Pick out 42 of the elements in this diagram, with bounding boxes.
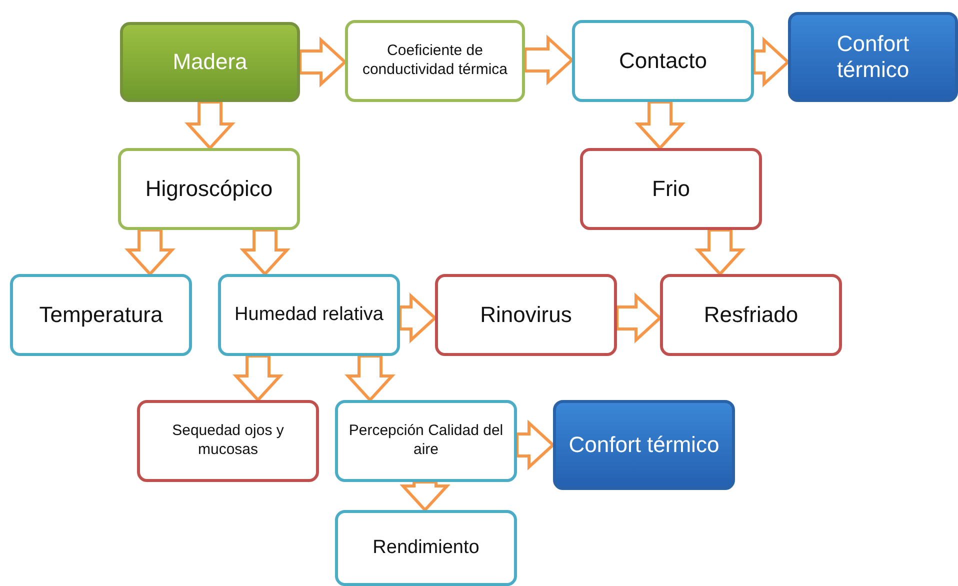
block-arrow <box>516 420 556 470</box>
block-arrow <box>524 34 574 86</box>
block-arrow <box>184 100 236 150</box>
node-label: Humedad relativa <box>234 304 384 326</box>
node-label: Resfriado <box>704 302 798 328</box>
node-label: Percepción Calidad del aire <box>348 422 504 460</box>
process-box <box>10 274 192 356</box>
process-box <box>118 148 300 230</box>
node-label: Madera <box>172 48 248 76</box>
process-box <box>345 20 525 102</box>
block-arrow <box>752 36 790 88</box>
node-label: Confort térmico <box>568 432 720 458</box>
process-box <box>120 22 300 102</box>
block-arrow <box>616 292 662 344</box>
node-label: Sequedad ojos y mucosas <box>171 422 285 460</box>
process-box <box>335 400 517 482</box>
node-label: Rinovirus <box>480 302 572 328</box>
block-arrow <box>694 228 746 276</box>
block-arrow <box>240 228 290 276</box>
node-label: Confort térmico <box>836 30 910 84</box>
node-label: Contacto <box>618 48 708 74</box>
node-label: Temperatura <box>39 302 163 328</box>
block-arrow <box>398 292 438 344</box>
node-label: Rendimiento <box>372 536 480 560</box>
process-box <box>335 510 517 586</box>
process-box <box>660 274 842 356</box>
block-arrow <box>400 480 450 512</box>
block-arrow <box>344 354 396 402</box>
process-box <box>580 148 762 230</box>
block-arrow <box>124 228 176 276</box>
block-arrow <box>232 354 284 402</box>
outcome-box <box>553 400 735 490</box>
process-box <box>218 274 400 356</box>
node-label: Coeficiente de conductividad térmica <box>361 42 509 80</box>
block-arrow <box>298 36 348 88</box>
node-label: Higroscópico <box>145 176 273 202</box>
process-box <box>435 274 617 356</box>
process-box <box>572 20 754 102</box>
outcome-box <box>788 12 958 102</box>
node-label: Frio <box>652 176 690 202</box>
process-box <box>137 400 319 482</box>
block-arrow <box>634 100 686 150</box>
